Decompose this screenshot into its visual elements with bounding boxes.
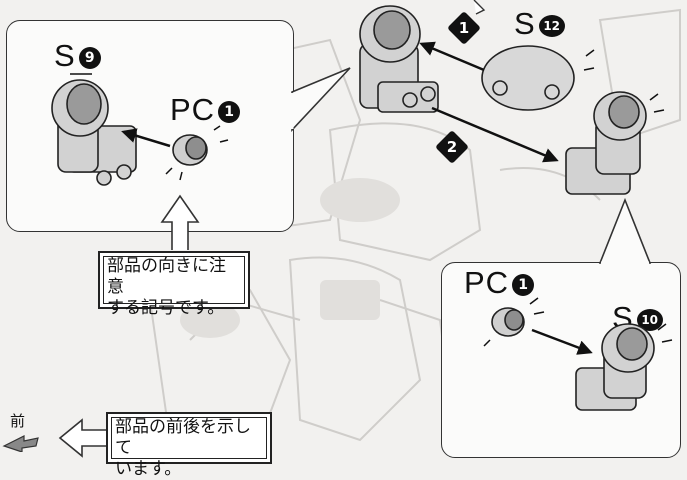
panel-pointer-left — [290, 67, 351, 133]
number-badge: 1 — [218, 101, 241, 123]
front-arrow-icon — [2, 435, 39, 452]
arrow-icon — [419, 41, 485, 72]
arrow-icon — [531, 328, 593, 355]
number-badge: 1 — [512, 274, 535, 296]
part-pc1-right — [491, 307, 525, 337]
number-badge: 10 — [636, 309, 663, 331]
arrow-icon — [121, 128, 171, 148]
hollow-arrow-up — [160, 194, 200, 250]
part-s12 — [481, 45, 575, 111]
background-artwork — [148, 8, 681, 442]
assembly-illustration — [51, 0, 673, 458]
part-main-top — [359, 5, 439, 113]
panel-pointer-right — [598, 197, 652, 265]
number-badge: 12 — [538, 15, 565, 37]
underline-mark — [70, 73, 92, 75]
part-pc1-left — [172, 134, 208, 166]
front-back-note: 部品の前後を示して います。 — [106, 412, 272, 479]
orientation-note: 部品の向きに注意 する記号です。 — [98, 251, 250, 318]
detail-panel-left — [6, 20, 294, 232]
arrow-icon — [431, 106, 559, 163]
hollow-arrow-left — [58, 418, 108, 458]
front-direction-symbol: 前 — [2, 410, 42, 454]
part-s10 — [575, 323, 655, 411]
part-s9 — [51, 79, 137, 186]
number-badge: 9 — [78, 47, 101, 69]
part-right-upper — [565, 91, 647, 195]
